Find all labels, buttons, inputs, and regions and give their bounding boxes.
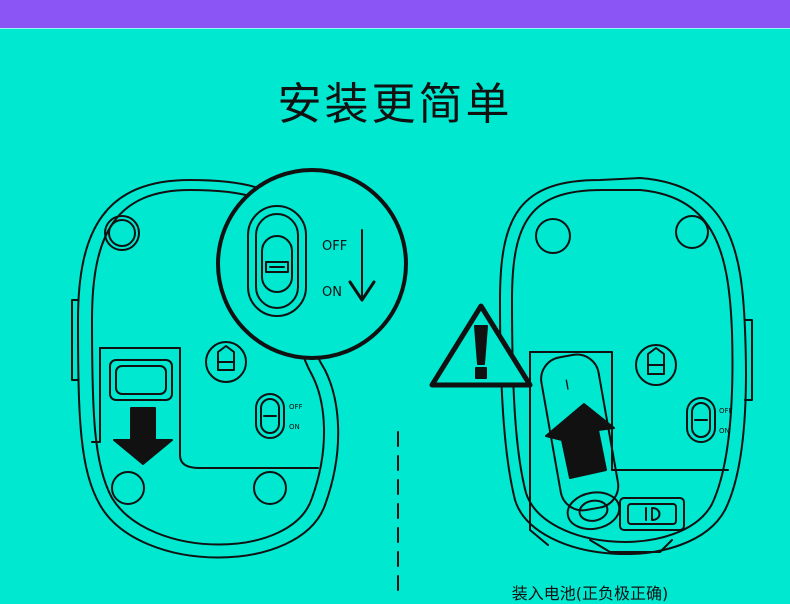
right-switch-on-label: ON: [719, 427, 730, 435]
magnifier-off-label: OFF: [322, 239, 347, 254]
magnifier-on-label: ON: [322, 285, 342, 300]
arrow-up-icon: [545, 403, 615, 479]
arrow-down-icon: [348, 229, 376, 302]
left-switch-on-label: ON: [289, 423, 300, 431]
page-title: 安装更简单: [277, 79, 513, 130]
top-bar: [0, 0, 790, 28]
battery-mark: I: [564, 377, 571, 393]
battery-install-caption: 装入电池(正负极正确): [511, 584, 669, 603]
warning-icon: [429, 303, 533, 388]
switch-magnifier: [216, 168, 408, 360]
left-switch-off-label: OFF: [289, 403, 303, 411]
top-bar-divider: [0, 28, 790, 29]
right-switch-off-label: OFF: [719, 407, 733, 415]
arrow-down-icon: [113, 407, 173, 465]
right-mouse-bottom: [499, 177, 753, 555]
